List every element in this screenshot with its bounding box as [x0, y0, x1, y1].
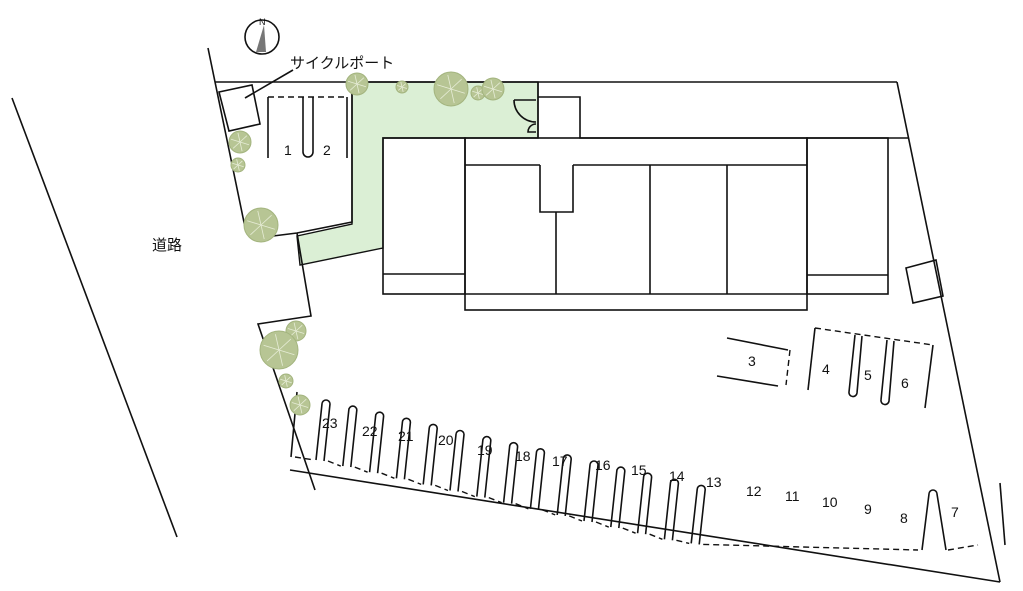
parking-spot-label: 9: [864, 501, 872, 517]
spot-front-line: [381, 472, 395, 479]
spot-divider: [395, 417, 412, 480]
spot-divider: [529, 448, 546, 510]
parking-spot-label: 14: [669, 468, 685, 484]
spot-front-line: [515, 503, 529, 510]
road-label: 道路: [152, 237, 182, 254]
parking-spot-3: [716, 337, 791, 387]
parking-spot-label: 15: [631, 462, 647, 478]
garden-area: [296, 81, 539, 266]
spot-divider: [422, 423, 439, 486]
parking-spot-label: 2: [323, 142, 331, 158]
spot-divider: [663, 478, 680, 541]
road-edge: [11, 97, 178, 538]
parking-spot-label: 12: [746, 483, 762, 499]
trees: [228, 71, 505, 416]
tree-icon: [259, 330, 299, 370]
parking-spot-label: 23: [322, 415, 338, 431]
spot-divider: [583, 460, 599, 523]
tree-icon: [345, 72, 369, 96]
spot-front-line: [408, 478, 422, 486]
parking-spot-label: 22: [362, 423, 378, 439]
parking-spot-label: 1: [284, 142, 292, 158]
cycle-port[interactable]: [218, 84, 261, 132]
spot-front-line: [434, 484, 449, 492]
building: [382, 82, 908, 311]
parking-spots-1-2: [267, 96, 348, 158]
site-boundary-left: [272, 82, 353, 237]
parking-spot-label: 8: [900, 510, 908, 526]
parking-spot-label: 13: [706, 474, 722, 490]
parking-spot-label: 20: [438, 432, 454, 448]
site-boundary-notch: [256, 232, 316, 491]
spot-front-line: [622, 527, 636, 534]
parking-spot-label: 5: [864, 367, 872, 383]
spot-divider: [315, 399, 331, 462]
site-boundary: [207, 47, 247, 233]
spot-divider: [368, 411, 385, 474]
door-icon: [513, 99, 537, 133]
spot-divider: [690, 484, 707, 545]
site-boundary-bottom: [289, 469, 1001, 583]
parking-spot-label: 6: [901, 375, 909, 391]
parking-spot-label: 7: [951, 504, 959, 520]
spot-front-line: [676, 539, 690, 545]
parking-spots-8-23: [290, 391, 919, 551]
parking-spot-label: 18: [515, 448, 531, 464]
parking-spot-label: 4: [822, 361, 830, 377]
spot-divider: [610, 466, 626, 529]
parking-spot-label: 21: [398, 428, 414, 444]
spot-divider: [476, 435, 492, 498]
spot-front-line: [568, 515, 583, 522]
tree-icon: [433, 71, 469, 107]
tree-icon: [481, 77, 505, 101]
tree-icon: [278, 373, 294, 389]
parking-spot-7: [921, 482, 1006, 551]
parking-spot-label: 19: [477, 442, 493, 458]
parking-spot-label: 3: [748, 353, 756, 369]
cycle-port-leader: [244, 69, 294, 99]
cycle-port-label: サイクルポート: [290, 55, 394, 72]
spot-front-line: [595, 521, 610, 528]
utility-box: [905, 259, 944, 304]
spot-front-line: [294, 456, 315, 461]
spot-divider: [342, 405, 358, 468]
parking-spots-4-6: [807, 327, 934, 409]
tree-icon: [228, 130, 252, 154]
svg-text:N: N: [259, 17, 266, 27]
north-compass-icon: N: [244, 17, 280, 55]
site-boundary-right: [896, 81, 1001, 583]
spot-front-line: [542, 509, 556, 516]
spot-front-line: [354, 466, 368, 473]
spot-front-line: [703, 543, 919, 551]
spot-divider: [556, 454, 573, 516]
parking-spot-label: 10: [822, 494, 838, 510]
spot-front-line: [488, 496, 502, 504]
tree-icon: [243, 207, 279, 243]
spot-front-line: [649, 533, 663, 540]
parking-spot-label: 16: [595, 457, 611, 473]
parking-spot-label: 11: [785, 488, 800, 504]
spot-divider: [636, 472, 653, 535]
parking-spot-label: 17: [552, 453, 568, 469]
spot-front-line: [461, 490, 476, 498]
spot-divider: [449, 429, 465, 492]
spot-divider: [502, 441, 519, 504]
tree-icon: [289, 394, 311, 416]
tree-icon: [395, 80, 409, 94]
spot-front-line: [327, 460, 342, 467]
tree-icon: [230, 157, 246, 173]
